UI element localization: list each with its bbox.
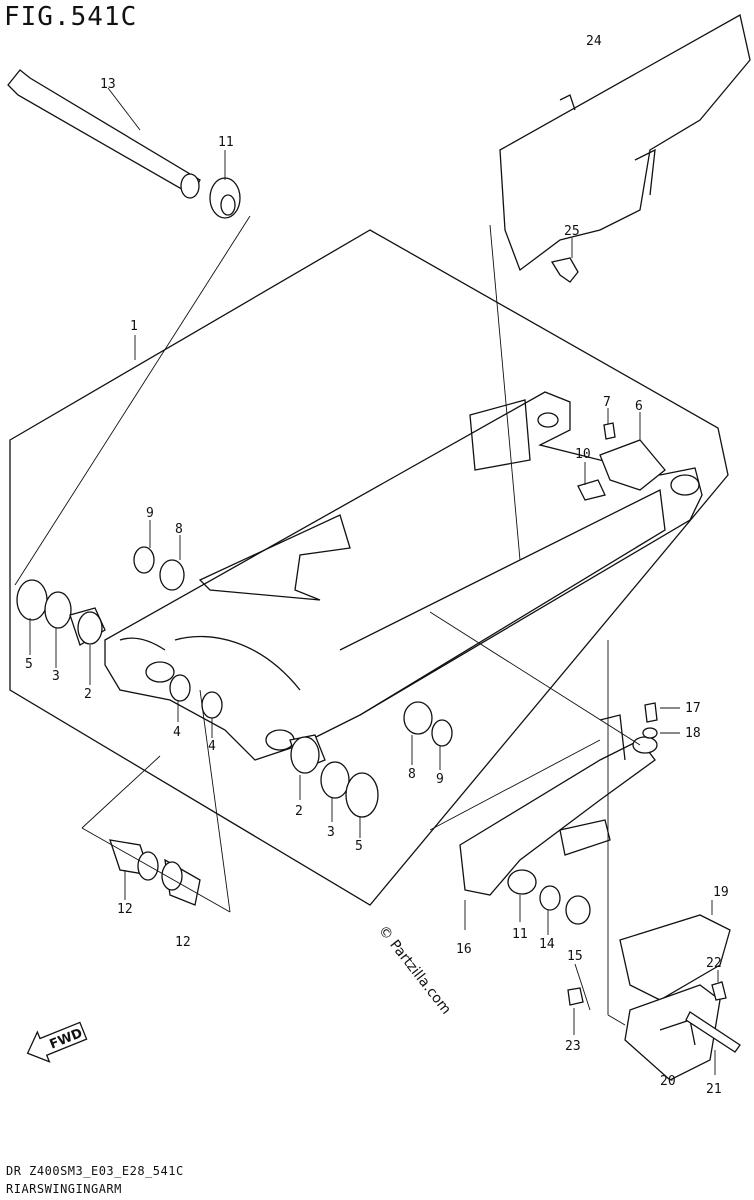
bolt-21 — [685, 1011, 741, 1053]
callout-20: 20 — [660, 1074, 676, 1089]
callout-11: 11 — [512, 927, 528, 942]
callout-25: 25 — [564, 224, 580, 239]
callout-labels: 1 2 2 3 3 4 4 5 5 6 7 8 8 9 9 10 11 11 1… — [25, 34, 729, 1097]
spacer-14 — [539, 885, 561, 911]
collar-4-right — [201, 691, 223, 719]
nut-23 — [567, 987, 584, 1006]
guide-plate — [559, 819, 611, 856]
callout-6: 6 — [635, 399, 643, 414]
chain-buffer-16 — [459, 714, 658, 896]
callout-19: 19 — [713, 885, 729, 900]
callout-22: 22 — [706, 956, 722, 971]
chain-guard-24 — [499, 14, 751, 272]
callout-1: 1 — [130, 319, 138, 334]
callout-5: 5 — [25, 657, 33, 672]
fwd-direction-arrow: FWD — [26, 1021, 88, 1063]
bearing-8-upper — [159, 559, 185, 591]
callout-24: 24 — [586, 34, 602, 49]
callout-9: 9 — [436, 772, 444, 787]
callout-4: 4 — [208, 739, 216, 754]
chain-guide-plate-20 — [624, 984, 721, 1081]
seal-9-lower — [431, 719, 453, 747]
footer-section-name: RIARSWINGINGARM — [6, 1182, 122, 1196]
callout-9: 9 — [146, 506, 154, 521]
watermark-text: © Partzilla.com — [375, 923, 454, 1018]
callout-18: 18 — [685, 726, 701, 741]
callout-12: 12 — [117, 902, 133, 917]
assembly-outline — [9, 229, 729, 906]
callout-16: 16 — [456, 942, 472, 957]
callout-14: 14 — [539, 937, 555, 952]
collar-4-left — [169, 674, 191, 702]
washer-11-top-hole — [220, 194, 236, 216]
washer-18 — [642, 727, 658, 739]
left-bearing-stack — [16, 579, 106, 646]
washer-11-lower — [507, 869, 537, 895]
callout-11: 11 — [218, 135, 234, 150]
swingarm-body — [104, 391, 703, 761]
callout-10: 10 — [575, 447, 591, 462]
callout-2: 2 — [84, 687, 92, 702]
seal-9-upper — [133, 546, 155, 574]
callout-23: 23 — [565, 1039, 581, 1054]
callout-8: 8 — [175, 522, 183, 537]
callout-15: 15 — [567, 949, 583, 964]
callout-13: 13 — [100, 77, 116, 92]
callout-4: 4 — [173, 725, 181, 740]
right-bearing-stack — [289, 734, 379, 818]
roller-15 — [565, 895, 591, 925]
callout-2: 2 — [295, 804, 303, 819]
callout-7: 7 — [603, 395, 611, 410]
bracket-6 — [599, 439, 666, 491]
leader-lines — [14, 87, 719, 1075]
callout-5: 5 — [355, 839, 363, 854]
bolt-22 — [711, 981, 727, 1001]
callout-8: 8 — [408, 767, 416, 782]
callout-12: 12 — [175, 935, 191, 950]
screw-7 — [603, 422, 616, 440]
figure-title: FIG.541C — [4, 2, 138, 32]
pivot-shaft-13 — [7, 69, 201, 199]
callout-17: 17 — [685, 701, 701, 716]
footer-model-code: DR Z400SM3_E03_E28_541C — [6, 1164, 184, 1178]
callout-3: 3 — [52, 669, 60, 684]
spacer-12 — [109, 839, 201, 906]
screw-17 — [644, 702, 658, 723]
bearing-8-lower — [403, 701, 433, 735]
bolt-25 — [550, 257, 579, 283]
chain-guide-19 — [619, 914, 731, 1001]
callout-3: 3 — [327, 825, 335, 840]
callout-21: 21 — [706, 1082, 722, 1097]
